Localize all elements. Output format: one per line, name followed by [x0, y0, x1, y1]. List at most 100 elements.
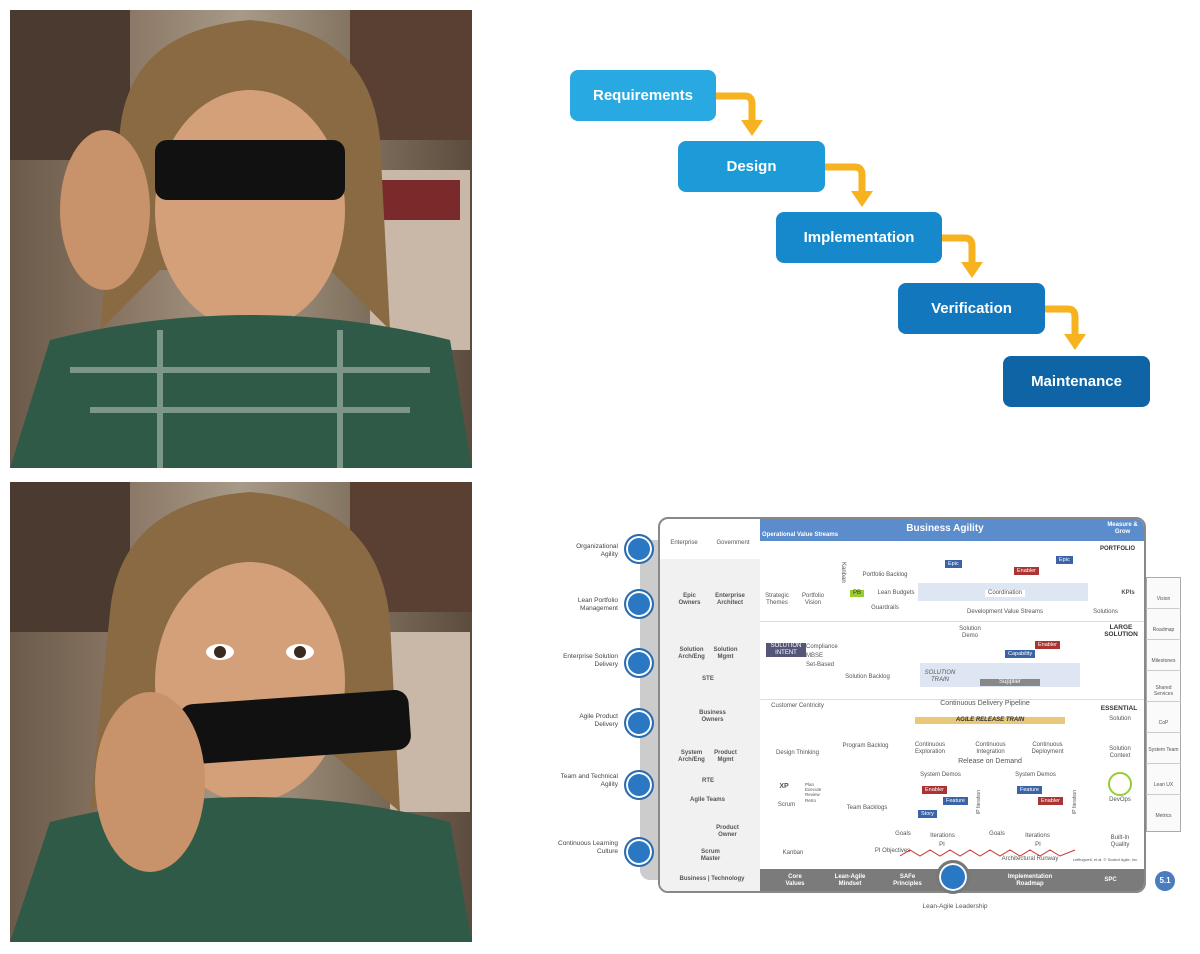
leadership-icon	[936, 860, 970, 894]
competency-label: Continuous Learning Culture	[558, 840, 618, 855]
essential-text: Design Thinking	[776, 750, 819, 756]
essential-text: PI	[1035, 842, 1041, 848]
role-label: System Arch/Eng	[678, 750, 705, 763]
portfolio-text: Strategic Themes	[765, 593, 789, 606]
waterfall-step-requirements: Requirements	[570, 70, 716, 121]
essential-text: Solution	[1109, 716, 1131, 722]
essential-text: Customer Centricity	[771, 703, 824, 709]
role-label: Product Owner	[716, 825, 739, 838]
essential-text: Architectural Runway	[1001, 856, 1059, 862]
essential-text: Solution Context	[1109, 746, 1131, 759]
essential-label: ESSENTIAL	[1100, 705, 1138, 712]
ovs-label: Operational Value Streams	[762, 532, 839, 538]
arrow-icon	[1045, 305, 1079, 338]
bottom-photo-sunglasses-lowered	[10, 482, 472, 942]
architectural-runway-line	[900, 849, 1076, 857]
essential-text: Scrum	[777, 802, 796, 808]
role-label: Epic Owners	[678, 593, 701, 606]
role-label: STE	[702, 676, 714, 682]
spanning-item: Roadmap	[1146, 609, 1181, 640]
essential-text: System Demos	[920, 772, 961, 778]
leadership-label: Lean-Agile Leadership	[922, 903, 988, 910]
portfolio-text: Guardrails	[871, 605, 899, 611]
waterfall-step-implementation: Implementation	[776, 212, 942, 263]
essential-text: Goals	[989, 831, 1005, 837]
spanning-item: CoP	[1146, 702, 1181, 733]
footer-item: SPC	[1104, 877, 1117, 883]
coordination-label: Coordination	[985, 590, 1025, 597]
portfolio-text: Portfolio Backlog	[862, 572, 908, 578]
spanning-item: Milestones	[1146, 640, 1181, 671]
government-label: Government	[716, 540, 750, 546]
waterfall-step-verification: Verification	[898, 283, 1045, 334]
ip-iteration-label: IP Iteration	[976, 790, 982, 815]
solutions-label: Solutions	[1093, 609, 1118, 615]
spanning-item: Vision	[1146, 578, 1181, 609]
spanning-item: Shared Services	[1146, 671, 1181, 702]
portfolio-text: Portfolio Vision	[801, 593, 824, 606]
large-text: Solution Backlog	[845, 674, 890, 680]
feature-tag: Feature	[943, 797, 968, 805]
enabler-tag: Enabler	[1035, 641, 1060, 649]
essential-text: Program Backlog	[842, 743, 889, 749]
large-text: MBSE	[806, 653, 824, 659]
role-label: Business | Technology	[679, 876, 745, 882]
waterfall-arrows	[716, 92, 1086, 350]
capability-tag: Capability	[1005, 650, 1036, 658]
arrow-icon	[942, 234, 976, 266]
rod-label: Release on Demand	[958, 758, 1022, 765]
essential-text: Continuous Exploration	[914, 742, 946, 755]
copyright-text: Leffingwell, et al. © Scaled Agile, Inc.	[1072, 857, 1139, 862]
role-label: Product Mgmt	[714, 750, 737, 763]
xp-label: XP	[779, 783, 789, 790]
portfolio-text: Kanban	[840, 562, 846, 583]
kpis-label: KPIs	[1121, 590, 1135, 596]
learning-culture-icon	[624, 837, 654, 867]
business-agility-title: Business Agility	[906, 523, 984, 534]
lean-portfolio-icon	[624, 589, 654, 619]
large-text: Set-Based	[806, 662, 835, 668]
portfolio-text: Lean Budgets	[877, 590, 915, 596]
arrow-icon	[716, 92, 756, 124]
competency-label: Agile Product Delivery	[579, 713, 618, 728]
large-text: Compliance	[806, 644, 838, 650]
portfolio-label: PORTFOLIO	[1100, 546, 1135, 552]
man-lowering-sunglasses-illustration	[10, 482, 472, 942]
footer-item: SAFe Principles	[893, 874, 922, 887]
feature-tag: Feature	[1017, 786, 1042, 794]
essential-text: PI Objectives	[874, 848, 911, 854]
competency-label: Team and Technical Agility	[560, 773, 618, 788]
measure-grow-label: Measure & Grow	[1107, 522, 1138, 535]
essential-text: DevOps	[1109, 797, 1131, 803]
large-solution-label: LARGE SOLUTION	[1104, 624, 1138, 639]
epic-tag: Epic	[1056, 556, 1073, 564]
version-badge: 5.1	[1155, 871, 1175, 891]
epic-tag: Epic	[945, 560, 962, 568]
organizational-agility-icon	[624, 534, 654, 564]
essential-text: Built-In Quality	[1110, 835, 1130, 848]
technical-agility-icon	[624, 770, 654, 800]
dvs-label: Development Value Streams	[967, 609, 1043, 615]
enabler-tag: Enabler	[1014, 567, 1039, 575]
spanning-item: Metrics	[1155, 813, 1172, 819]
product-delivery-icon	[624, 708, 654, 738]
waterfall-step-design: Design	[678, 141, 825, 192]
man-wearing-sunglasses-illustration	[10, 10, 472, 468]
spanning-item: System Team	[1146, 733, 1181, 764]
arrow-icon	[825, 163, 866, 195]
cdp-label: Continuous Delivery Pipeline	[940, 700, 1030, 707]
waterfall-step-maintenance: Maintenance	[1003, 356, 1150, 407]
essential-text: Continuous Deployment	[1031, 742, 1064, 755]
supplier-label: Supplier	[980, 679, 1040, 686]
enabler-tag: Enabler	[922, 786, 947, 794]
pb-badge: PB	[850, 590, 864, 597]
solution-train-label: SOLUTION TRAIN	[924, 670, 956, 683]
enterprise-label: Enterprise	[670, 540, 698, 546]
role-label: Enterprise Architect	[715, 593, 745, 606]
solution-intent: SOLUTION INTENT	[766, 643, 806, 657]
footer-item: Lean-Agile Mindset	[834, 874, 866, 887]
enabler-tag: Enabler	[1038, 797, 1063, 805]
competency-label: Organizational Agility	[576, 543, 618, 558]
essential-text: Continuous Integration	[975, 742, 1006, 755]
essential-text: Iterations	[1025, 833, 1050, 839]
